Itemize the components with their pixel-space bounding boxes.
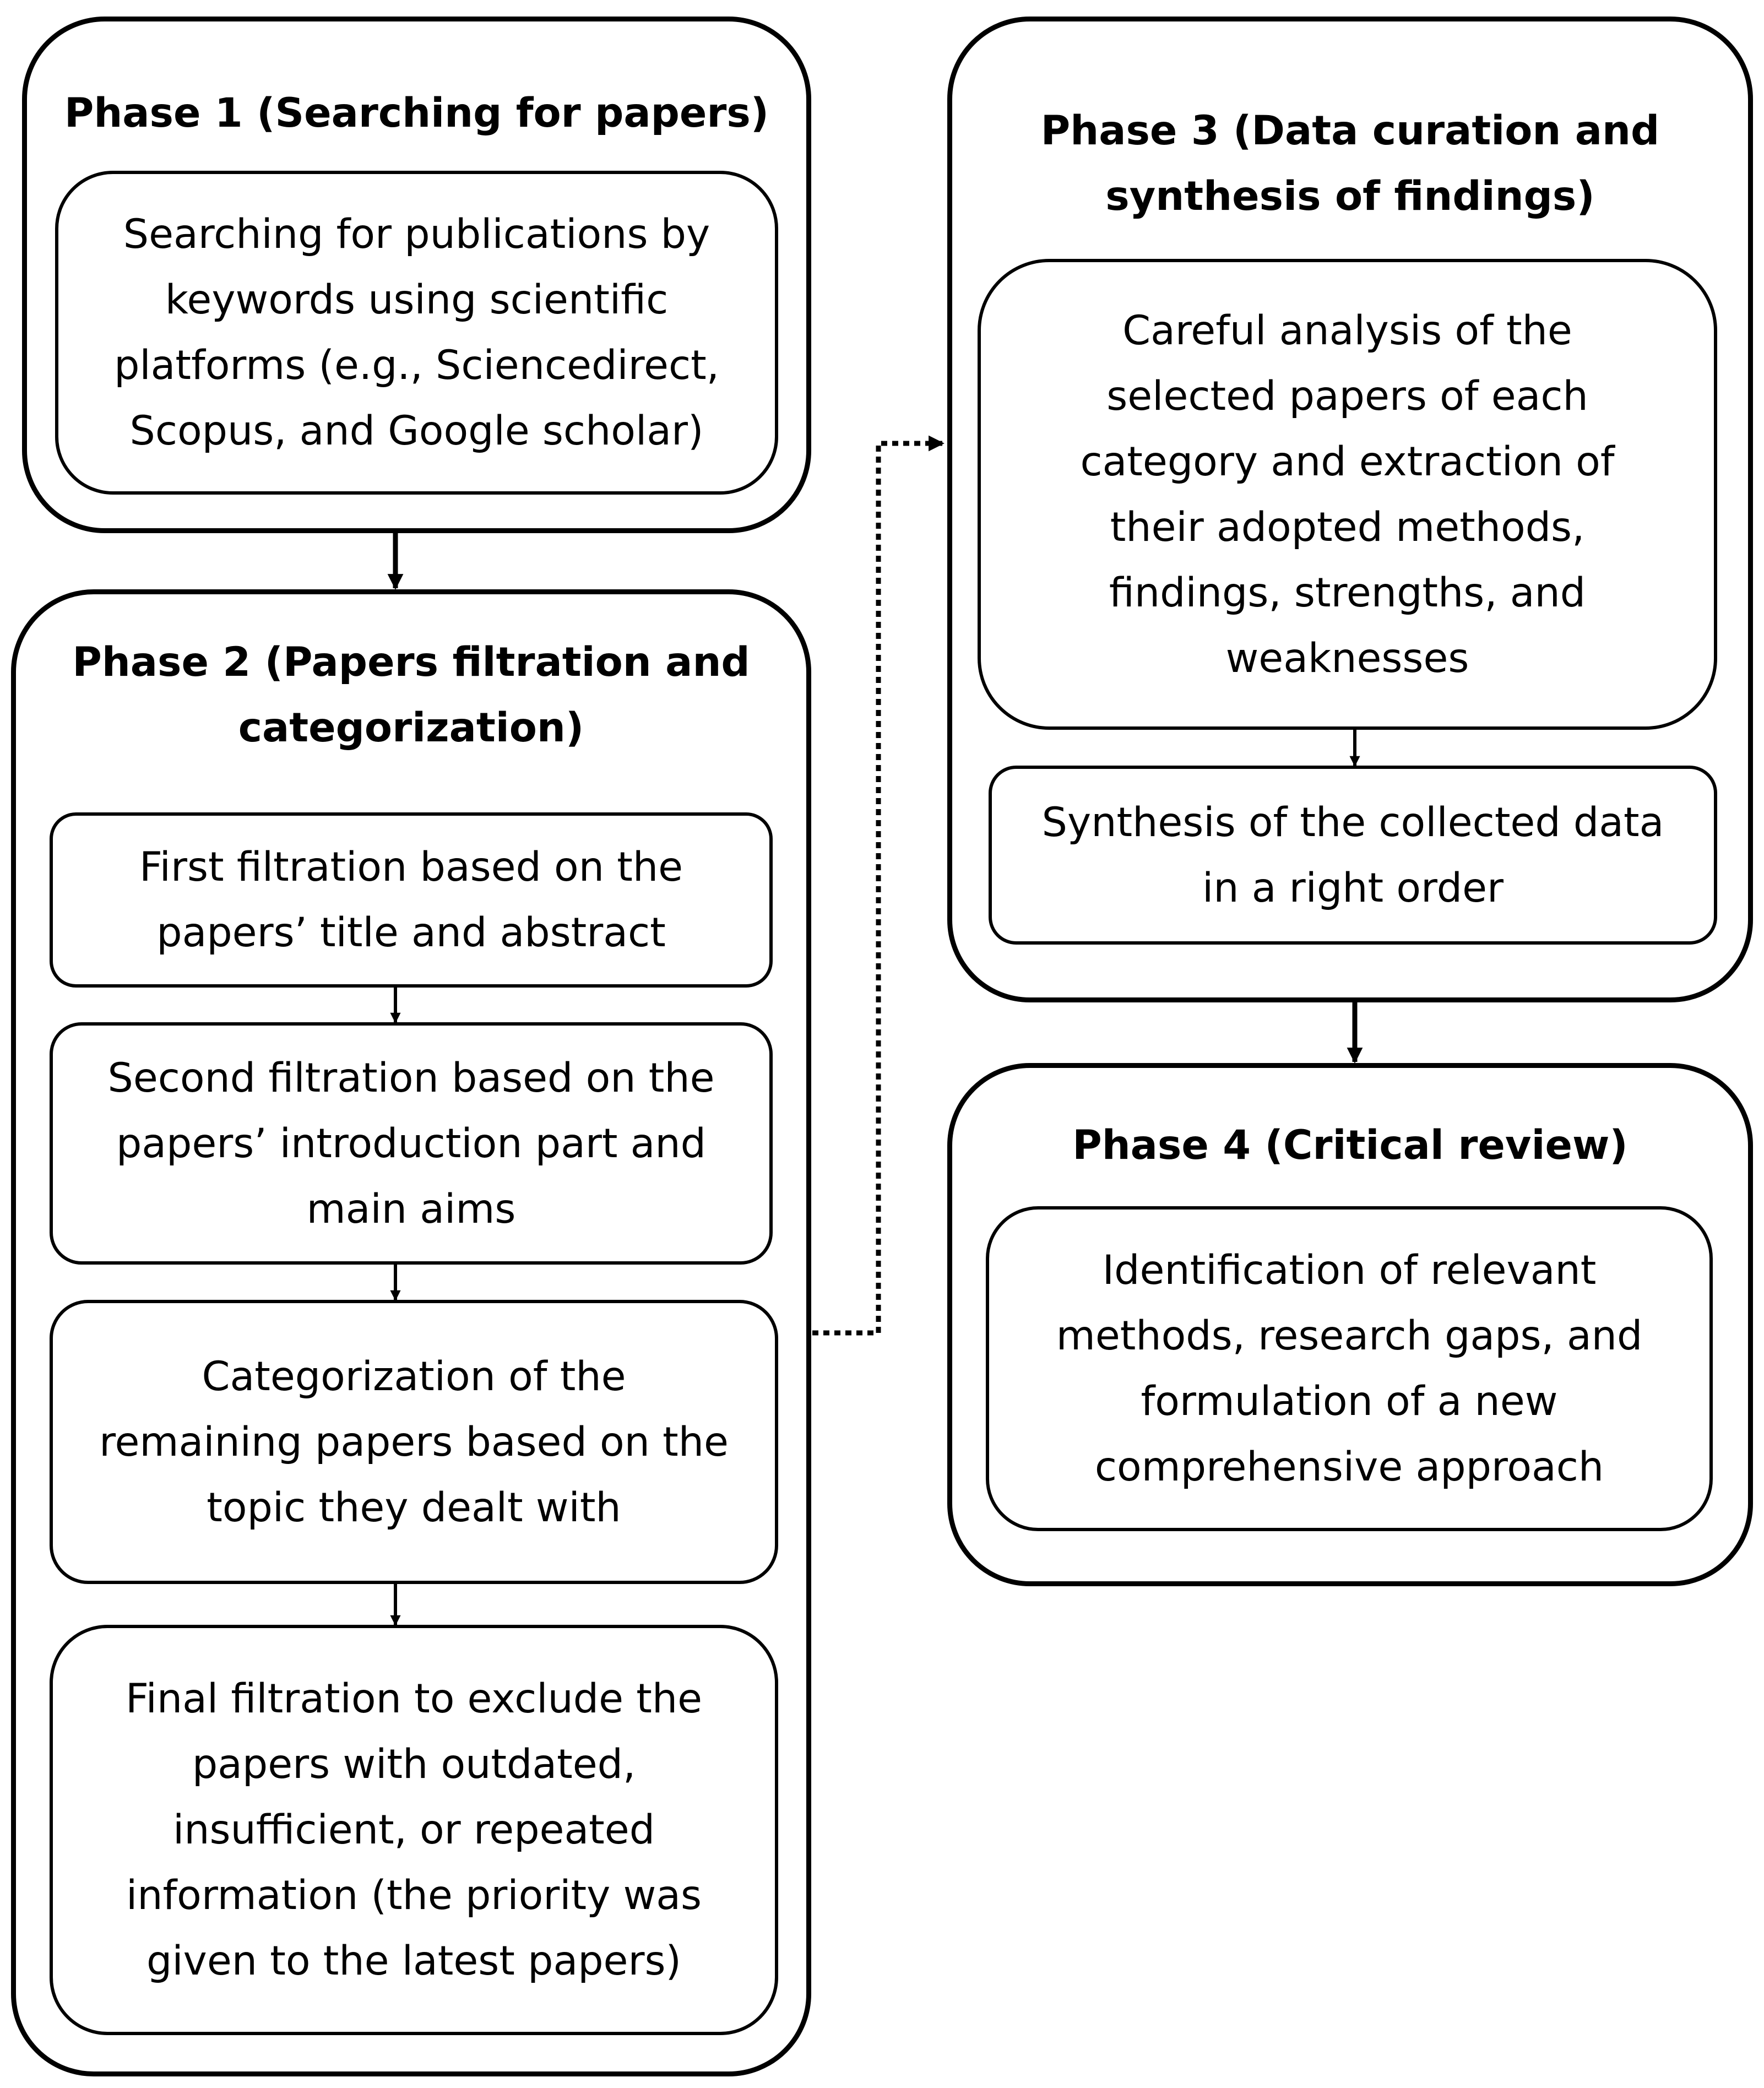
phase-2-step-3-text: Categorization of the remaining papers b… [99, 1353, 729, 1531]
phase-2-step-1: First filtration based on the papers’ ti… [50, 812, 773, 988]
phase-3-title: Phase 3 (Data curation and synthesis of … [1040, 107, 1660, 220]
phase-3-step-1: Careful analysis of the selected papers … [978, 259, 1717, 730]
phase-2-step-2: Second filtration based on the papers’ i… [50, 1022, 773, 1265]
phase-2-step-1-text: First filtration based on the papers’ ti… [139, 844, 683, 956]
phase-1-title: Phase 1 (Searching for papers) [64, 90, 769, 137]
phase-4-title: Phase 4 (Critical review) [1072, 1122, 1628, 1169]
arrow-phase2-to-phase3-dotted [812, 435, 945, 1336]
phase-3-step-2: Synthesis of the collected data in a rig… [989, 766, 1717, 945]
phase-2-step-2-text: Second filtration based on the papers’ i… [107, 1054, 715, 1233]
phase-1-step-1: Searching for publications by keywords u… [55, 171, 778, 495]
phase-2-step-4-text: Final filtration to exclude the papers w… [125, 1675, 703, 1984]
phase-1-step-1-text: Searching for publications by keywords u… [114, 211, 719, 454]
phase-3-step-1-text: Careful analysis of the selected papers … [1080, 307, 1615, 682]
phase-4-step-1: Identification of relevant methods, rese… [986, 1206, 1713, 1531]
phase-4-step-1-text: Identification of relevant methods, rese… [1056, 1247, 1643, 1490]
phase-3-step-2-text: Synthesis of the collected data in a rig… [1041, 799, 1664, 912]
phase-2-title: Phase 2 (Papers filtration and categoriz… [72, 639, 750, 751]
phase-2-step-3: Categorization of the remaining papers b… [50, 1300, 778, 1584]
phase-2-step-4: Final filtration to exclude the papers w… [50, 1625, 778, 2035]
